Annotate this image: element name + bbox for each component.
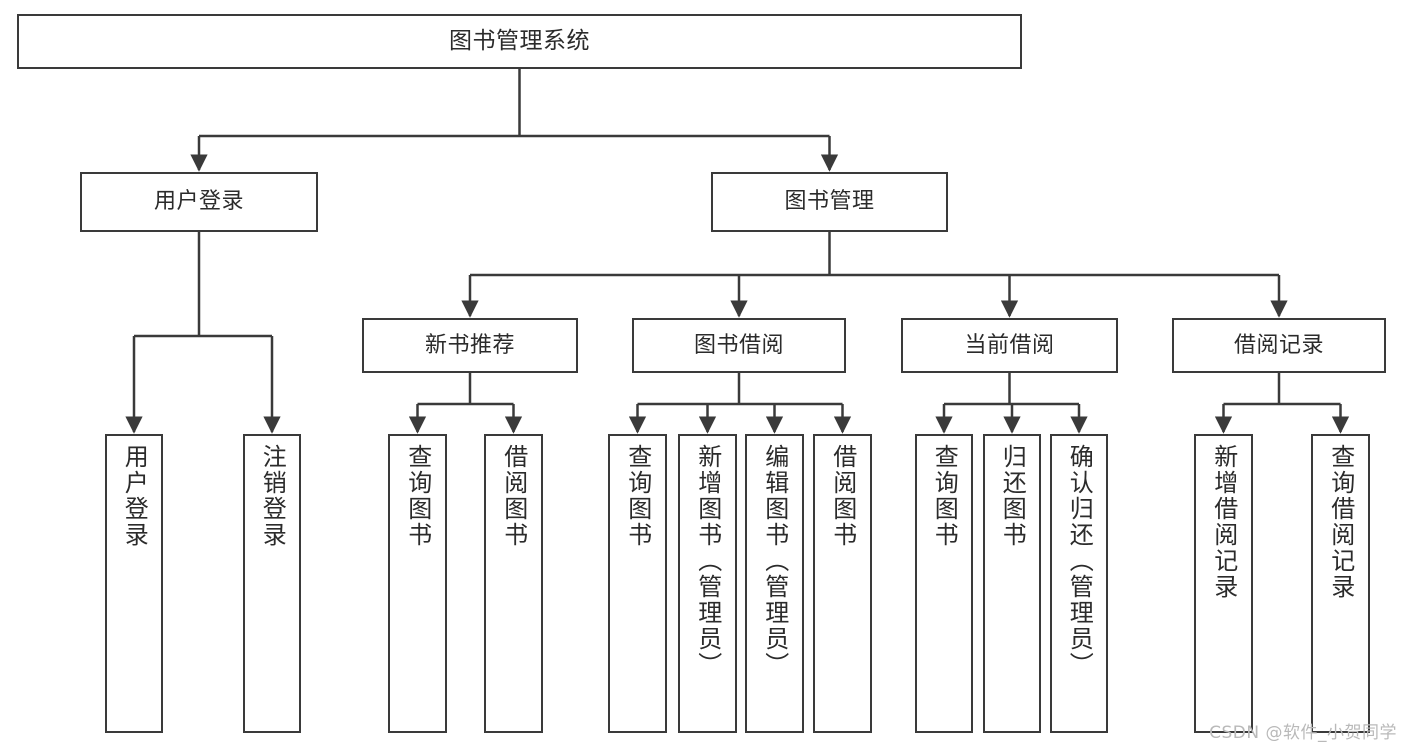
node-leaf-query-book-2[interactable]: 查询图书 [608, 434, 667, 733]
node-label-leaf-confirm-return: 确认归还（管理员） [1065, 444, 1094, 678]
node-label-leaf-edit-book: 编辑图书（管理员） [760, 444, 789, 678]
node-label-new-book-rec: 新书推荐 [424, 332, 515, 358]
node-leaf-query-book-1[interactable]: 查询图书 [388, 434, 447, 733]
node-label-borrow-record: 借阅记录 [1233, 332, 1324, 358]
node-label-leaf-add-book: 新增图书（管理员） [693, 444, 722, 678]
node-label-current-borrow: 当前借阅 [964, 332, 1055, 358]
node-root[interactable]: 图书管理系统 [17, 14, 1022, 69]
node-label-leaf-borrow-book-2: 借阅图书 [828, 444, 857, 548]
node-book-borrow[interactable]: 图书借阅 [632, 318, 846, 373]
node-leaf-add-book[interactable]: 新增图书（管理员） [678, 434, 737, 733]
node-leaf-query-book-3[interactable]: 查询图书 [915, 434, 973, 733]
node-leaf-query-record[interactable]: 查询借阅记录 [1311, 434, 1370, 733]
node-label-leaf-user-logout: 注销登录 [258, 444, 287, 548]
node-book-manage[interactable]: 图书管理 [711, 172, 948, 232]
node-label-leaf-borrow-book-1: 借阅图书 [499, 444, 528, 548]
node-label-leaf-add-record: 新增借阅记录 [1209, 444, 1238, 600]
node-borrow-record[interactable]: 借阅记录 [1172, 318, 1386, 373]
node-leaf-confirm-return[interactable]: 确认归还（管理员） [1050, 434, 1108, 733]
node-leaf-add-record[interactable]: 新增借阅记录 [1194, 434, 1253, 733]
node-label-book-manage: 图书管理 [784, 189, 875, 214]
node-user-login[interactable]: 用户登录 [80, 172, 318, 232]
node-label-user-login: 用户登录 [153, 189, 244, 214]
node-label-leaf-query-book-1: 查询图书 [403, 444, 432, 548]
node-label-leaf-query-book-3: 查询图书 [930, 444, 959, 548]
node-new-book-rec[interactable]: 新书推荐 [362, 318, 578, 373]
node-leaf-borrow-book-2[interactable]: 借阅图书 [813, 434, 872, 733]
node-label-root: 图书管理系统 [449, 28, 590, 54]
watermark-label: CSDN @软件_小贺同学 [1209, 723, 1397, 743]
node-leaf-borrow-book-1[interactable]: 借阅图书 [484, 434, 543, 733]
node-leaf-edit-book[interactable]: 编辑图书（管理员） [745, 434, 804, 733]
node-leaf-user-logout[interactable]: 注销登录 [243, 434, 301, 733]
node-label-leaf-return-book: 归还图书 [998, 444, 1027, 548]
node-label-leaf-user-login: 用户登录 [120, 444, 149, 548]
node-leaf-user-login[interactable]: 用户登录 [105, 434, 163, 733]
node-label-leaf-query-book-2: 查询图书 [623, 444, 652, 548]
node-label-leaf-query-record: 查询借阅记录 [1326, 444, 1355, 600]
node-current-borrow[interactable]: 当前借阅 [901, 318, 1118, 373]
node-leaf-return-book[interactable]: 归还图书 [983, 434, 1041, 733]
node-label-book-borrow: 图书借阅 [693, 332, 784, 358]
